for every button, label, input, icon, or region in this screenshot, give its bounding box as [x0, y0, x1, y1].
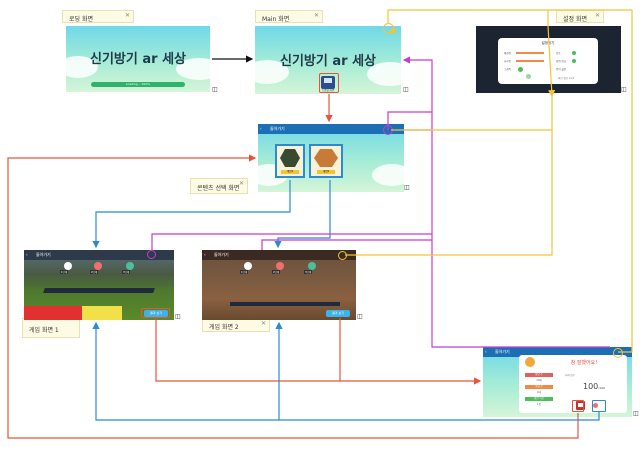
settings-row: 진동	[556, 52, 561, 55]
settings-row: 언어 설정	[556, 68, 566, 71]
track	[43, 288, 155, 293]
figma-frame-icon: ◫	[621, 86, 627, 93]
settings-title: 설정하기	[541, 41, 555, 45]
settings-row: 효과음	[504, 60, 511, 63]
close-icon[interactable]: ✕	[260, 320, 266, 327]
stat-badge: 오답 수	[525, 385, 553, 389]
card-label: 게임1	[281, 170, 299, 174]
highlight-ring	[338, 251, 347, 260]
loading-screen: 신기방기 ar 세상 Loading... 100%	[66, 26, 210, 92]
note-game2: 게임 화면 2✕	[202, 318, 270, 332]
score: 100/100	[583, 382, 606, 391]
flow-arrow	[261, 239, 432, 250]
note-content-select: 콘텐츠 선택 화면✕	[190, 178, 248, 194]
content-card-game1[interactable]: 게임1	[275, 144, 305, 178]
round-button[interactable]	[64, 262, 72, 270]
back-arrow-icon[interactable]: ‹	[204, 252, 206, 257]
flow-arrow	[391, 96, 553, 131]
settings-footer: 버전 정보 v1.0	[558, 77, 575, 80]
flow-arrow	[431, 234, 610, 348]
figma-frame-icon: ◫	[404, 184, 410, 191]
round-button[interactable]	[126, 262, 134, 270]
figma-frame-icon: ◫	[212, 86, 218, 93]
close-icon[interactable]: ✕	[238, 180, 244, 187]
highlight-ring	[147, 250, 156, 259]
note-settings: 설정 화면✕	[556, 10, 604, 23]
settings-row: 그래픽	[504, 68, 511, 71]
result-message: 참 잘했어요!	[570, 360, 598, 366]
note-main: Main 화면✕	[255, 10, 323, 23]
result-button[interactable]: 결과 보기	[326, 310, 350, 317]
close-icon[interactable]: ✕	[594, 12, 600, 19]
effect-slider[interactable]	[516, 60, 544, 62]
round-button[interactable]	[94, 262, 102, 270]
figma-frame-icon: ◫	[633, 410, 639, 417]
toggle-on[interactable]	[518, 67, 523, 72]
help-button[interactable]	[321, 76, 335, 89]
floor-tiles-red	[24, 306, 82, 320]
back-arrow-icon[interactable]: ‹	[485, 349, 487, 354]
close-icon[interactable]: ✕	[313, 12, 319, 19]
settings-row: 화면 잠금	[556, 60, 566, 63]
highlight-ring	[613, 348, 623, 358]
track	[230, 302, 340, 306]
highlight-ring	[572, 400, 584, 412]
settings-row: 배경음	[504, 52, 511, 55]
round-button[interactable]	[244, 262, 252, 270]
toggle-off[interactable]	[526, 74, 531, 79]
note-game1: 게임 화면 1	[22, 318, 80, 338]
smiley-icon	[525, 357, 535, 367]
settings-screen: 설정하기 배경음 효과음 그래픽 진동 화면 잠금 언어 설정 버전 정보 v1…	[476, 26, 621, 93]
figma-frame-icon: ◫	[357, 313, 363, 320]
back-arrow-icon[interactable]: ‹	[26, 252, 28, 257]
figma-frame-icon: ◫	[175, 313, 181, 320]
app-title: 신기방기 ar 세상	[280, 54, 376, 69]
floor-tiles-yellow	[82, 306, 122, 320]
toggle-on[interactable]	[572, 59, 576, 63]
highlight-ring	[592, 400, 606, 412]
card-label: 게임2	[317, 170, 335, 174]
game2-screen: ‹ 돌아가기 1단계 2단계 3단계 결과 보기	[202, 250, 356, 320]
content-card-game2[interactable]: 게임2	[309, 144, 343, 178]
volume-slider[interactable]	[516, 52, 544, 54]
figma-frame-icon: ◫	[403, 86, 409, 93]
main-screen: 신기방기 ar 세상 도움말 화면	[255, 26, 401, 94]
round-button[interactable]	[308, 262, 316, 270]
help-icon	[324, 78, 332, 83]
back-arrow-icon[interactable]: ‹	[260, 126, 262, 131]
toggle-on[interactable]	[572, 51, 576, 55]
stat-badge: 정답 수	[525, 373, 553, 377]
highlight-ring	[141, 308, 170, 318]
highlight-ring	[319, 73, 339, 93]
content-select-screen: ‹ 돌아가기 게임1 게임2	[258, 124, 404, 192]
close-icon[interactable]: ✕	[124, 12, 130, 19]
top-bar: ‹ 돌아가기	[202, 250, 356, 260]
round-button[interactable]	[276, 262, 284, 270]
progress-bar: Loading... 100%	[91, 82, 185, 87]
highlight-ring	[383, 125, 393, 135]
settings-panel: 설정하기 배경음 효과음 그래픽 진동 화면 잠금 언어 설정 버전 정보 v1…	[498, 38, 598, 84]
stat-badge: 걸린 시간	[525, 397, 553, 401]
highlight-ring	[383, 23, 394, 34]
help-button-label: 도움말 화면	[321, 89, 335, 92]
result-screen: ‹ 돌아가기 참 잘했어요! 정답 수 10개 오답 수 0개 걸린 시간 1분…	[483, 347, 632, 417]
app-title: 신기방기 ar 세상	[90, 52, 186, 67]
note-loading: 로딩 화면✕	[62, 10, 134, 23]
